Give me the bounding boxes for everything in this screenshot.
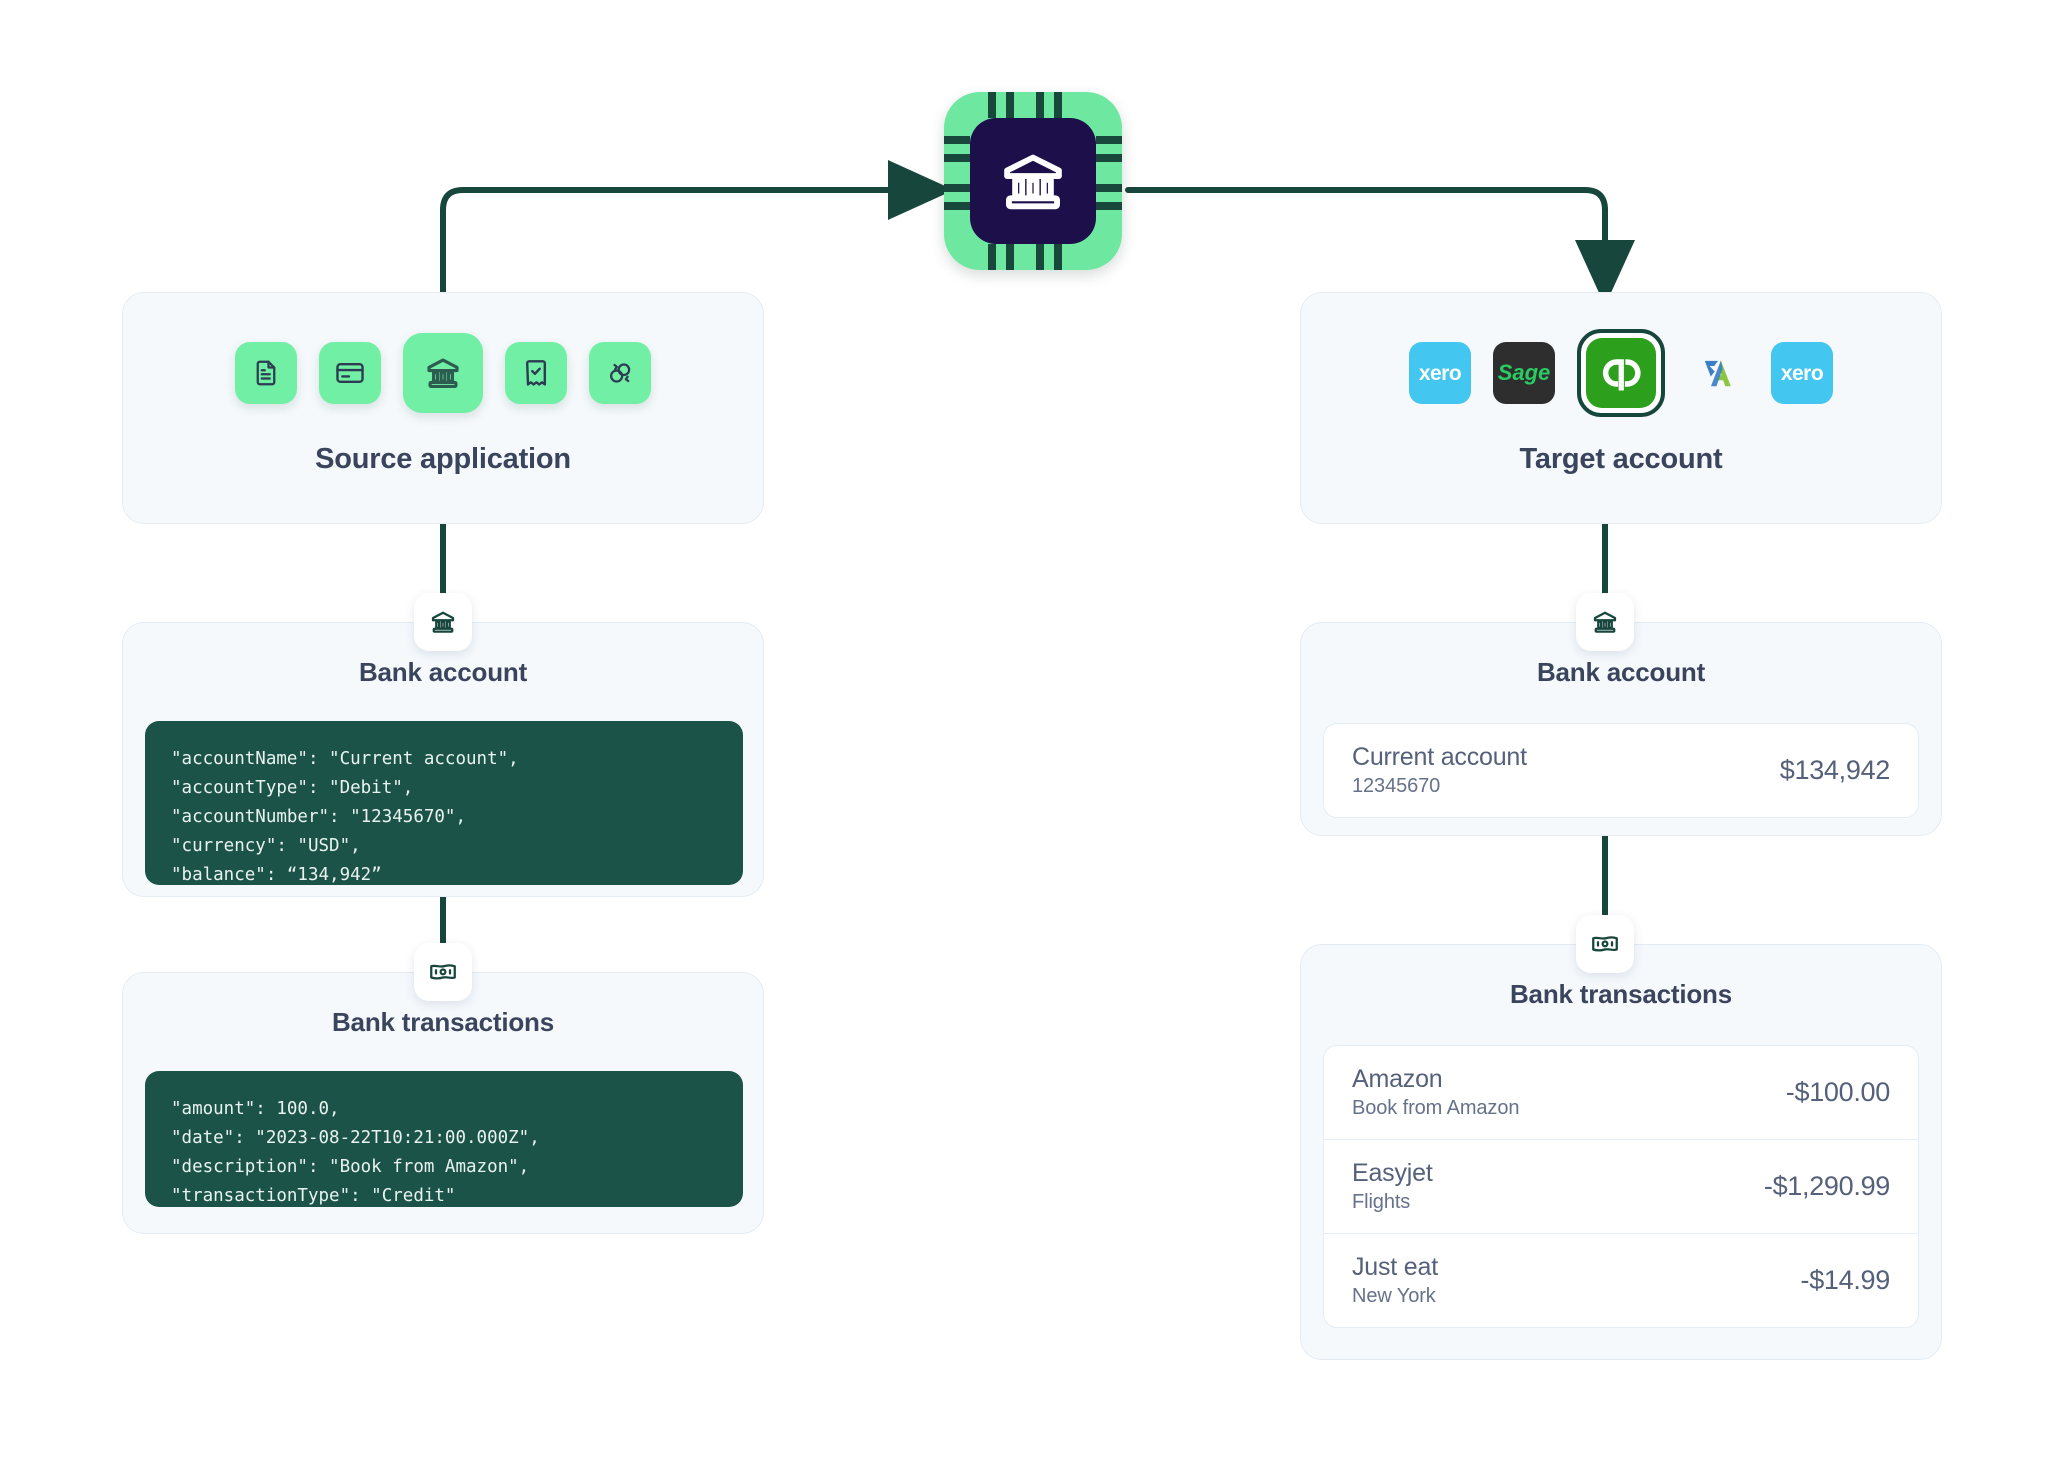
transaction-description: Book from Amazon	[1352, 1097, 1520, 1119]
transaction-name: Just eat	[1352, 1253, 1438, 1281]
target-logo-row: xero Sage	[1301, 319, 1941, 427]
source-bank-transactions-card: Bank transactions "amount": 100.0, "date…	[122, 972, 764, 1234]
bank-icon	[431, 611, 455, 633]
source-bank-transactions-title: Bank transactions	[331, 1007, 554, 1037]
banknote-icon	[1592, 936, 1618, 952]
transaction-text: Easyjet Flights	[1352, 1159, 1433, 1214]
transaction-description: New York	[1352, 1285, 1436, 1307]
freeagent-glyph-icon	[1704, 360, 1731, 387]
transaction-name: Easyjet	[1352, 1159, 1433, 1187]
quickbooks-qb-glyph-icon	[1602, 359, 1641, 391]
receipt-check-icon	[526, 360, 546, 386]
bank-icon	[1593, 611, 1617, 633]
sync-icon	[610, 363, 631, 383]
transaction-amount: -$100.00	[1785, 1077, 1891, 1107]
target-panel-title: Target account	[1519, 443, 1723, 475]
chip-core	[970, 118, 1096, 244]
source-icon-sync[interactable]	[589, 342, 651, 404]
source-application-panel: Source application	[122, 292, 764, 524]
target-bank-account-badge	[1576, 593, 1634, 651]
freeagent-logo[interactable]	[1687, 342, 1749, 404]
target-bank-account-card: Bank account Current account 12345670 $1…	[1300, 622, 1942, 836]
bank-icon	[427, 358, 459, 389]
sage-logo-label: Sage	[1497, 360, 1551, 385]
document-icon	[256, 360, 276, 386]
transaction-amount: -$1,290.99	[1763, 1171, 1890, 1201]
target-bank-account-rows: Current account 12345670 $134,942	[1323, 723, 1919, 818]
xero-logo[interactable]: xero	[1771, 342, 1833, 404]
bank-chip-icon	[944, 92, 1122, 270]
transaction-amount: -$14.99	[1800, 1265, 1891, 1295]
target-bank-transactions-badge	[1576, 915, 1634, 973]
source-icon-row	[123, 319, 763, 427]
target-bank-transactions-rows: Amazon Book from Amazon -$100.00 Easyjet…	[1323, 1045, 1919, 1328]
source-bank-account-badge	[414, 593, 472, 651]
credit-card-icon	[336, 363, 364, 383]
table-row[interactable]: Easyjet Flights -$1,290.99	[1324, 1139, 1918, 1233]
source-bank-account-title: Bank account	[358, 657, 528, 687]
target-bank-transactions-title: Bank transactions	[1509, 979, 1732, 1009]
account-row-text: Current account 12345670	[1352, 743, 1527, 798]
transaction-text: Amazon Book from Amazon	[1352, 1065, 1519, 1120]
banknote-icon	[430, 964, 456, 980]
source-bank-transactions-code: "amount": 100.0, "date": "2023-08-22T10:…	[145, 1071, 743, 1207]
source-bank-transactions-badge	[414, 943, 472, 1001]
source-icon-bank[interactable]	[403, 333, 483, 413]
xero-logo-label: xero	[1418, 361, 1462, 385]
table-row[interactable]: Amazon Book from Amazon -$100.00	[1324, 1046, 1918, 1139]
source-icon-receipt[interactable]	[505, 342, 567, 404]
sage-logo[interactable]: Sage	[1493, 342, 1555, 404]
target-bank-account-title: Bank account	[1536, 657, 1706, 687]
source-bank-account-code: "accountName": "Current account", "accou…	[145, 721, 743, 885]
xero-logo[interactable]: xero	[1409, 342, 1471, 404]
account-row[interactable]: Current account 12345670 $134,942	[1324, 724, 1918, 817]
target-bank-transactions-card: Bank transactions Amazon Book from Amazo…	[1300, 944, 1942, 1360]
table-row[interactable]: Just eat New York -$14.99	[1324, 1233, 1918, 1327]
xero-logo-label: xero	[1780, 361, 1824, 385]
source-bank-account-card: Bank account "accountName": "Current acc…	[122, 622, 764, 897]
quickbooks-logo-selected[interactable]	[1577, 329, 1665, 417]
transaction-description: Flights	[1352, 1191, 1411, 1213]
source-panel-title: Source application	[315, 443, 571, 475]
transaction-name: Amazon	[1352, 1065, 1443, 1093]
transaction-text: Just eat New York	[1352, 1253, 1438, 1308]
account-balance: $134,942	[1779, 755, 1891, 785]
bank-glyph-icon	[1004, 154, 1062, 210]
quickbooks-logo	[1586, 338, 1656, 408]
source-icon-document[interactable]	[235, 342, 297, 404]
account-name: Current account	[1352, 743, 1527, 771]
target-account-panel: xero Sage	[1300, 292, 1942, 524]
source-icon-credit-card[interactable]	[319, 342, 381, 404]
account-number: 12345670	[1352, 775, 1441, 797]
